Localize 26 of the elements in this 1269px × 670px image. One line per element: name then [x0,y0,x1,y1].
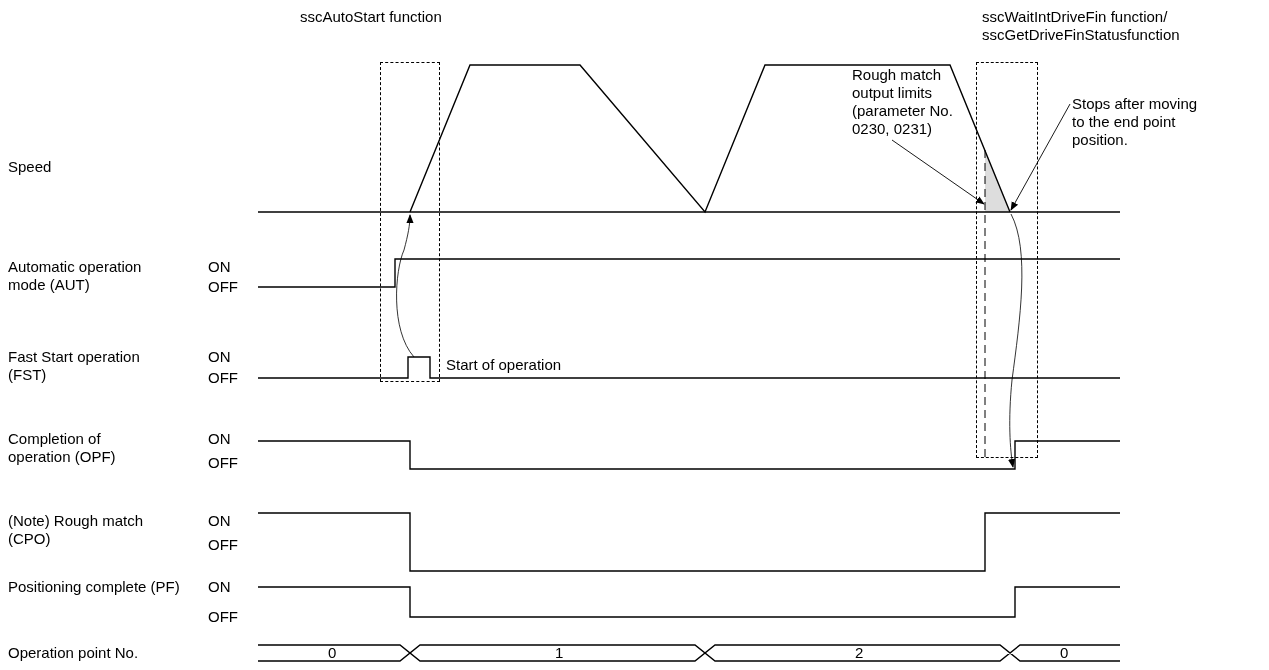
state-label: ON [208,258,232,276]
bus-value: 0 [328,644,338,662]
signal-name: (Note) Rough match (CPO) [8,512,145,548]
signal-name: Automatic operation mode (AUT) [8,258,143,294]
state-label: ON [208,430,232,448]
signal-name: Positioning complete (PF) [8,578,181,596]
signal-name: Operation point No. [8,644,140,662]
state-label: ON [208,348,232,366]
callout-text: Stops after moving to the end point position. [1072,95,1202,149]
signal-name: Fast Start operation (FST) [8,348,141,384]
signal-name: Speed [8,158,53,176]
state-label: OFF [208,536,239,554]
function-label: sscWaitIntDriveFin function/ sscGetDriveFinStatusfunction [982,8,1262,44]
callout-text: Rough match output limits (parameter No. 0230, 0231) [852,66,964,138]
bus-value: 2 [855,644,865,662]
state-label: OFF [208,608,239,626]
annotation-text: Start of operation [446,356,563,374]
state-label: ON [208,512,232,530]
signal-name: Completion of operation (OPF) [8,430,117,466]
state-label: OFF [208,278,239,296]
state-label: OFF [208,454,239,472]
bus-value: 0 [1060,644,1070,662]
function-label: sscAutoStart function [300,8,500,26]
state-label: OFF [208,369,239,387]
bus-value: 1 [555,644,565,662]
state-label: ON [208,578,232,596]
